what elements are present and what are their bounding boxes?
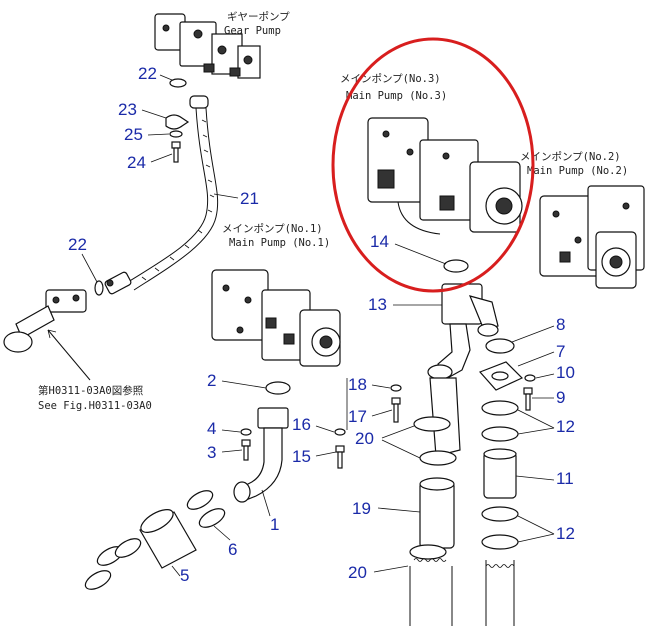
tee-13[interactable] (427, 283, 499, 381)
see-fig-label-en: See Fig.H0311-03A0 (38, 400, 152, 412)
bolt-24[interactable] (171, 141, 181, 163)
main-pump-2-label-jp: メインポンプ(No.2) (520, 151, 621, 163)
main-pump-1[interactable] (211, 269, 341, 367)
callout-20-bottom[interactable]: 20 (348, 563, 367, 582)
callout-12-bottom[interactable]: 12 (556, 524, 575, 543)
o-ring-8[interactable] (485, 338, 515, 354)
main-pump-3-label-jp: メインポンプ(No.3) (340, 73, 441, 85)
callout-21[interactable]: 21 (240, 189, 259, 208)
callout-12-top[interactable]: 12 (556, 417, 575, 436)
see-fig-leader (47, 329, 91, 381)
callout-15[interactable]: 15 (292, 447, 311, 466)
callout-23[interactable]: 23 (118, 100, 137, 119)
callout-6[interactable]: 6 (228, 540, 237, 559)
clamp-20-bottom[interactable] (409, 544, 447, 560)
see-fig-label-jp: 第H0311-03A0図参照 (38, 384, 144, 397)
washer-18[interactable] (390, 384, 402, 392)
callout-8[interactable]: 8 (556, 315, 565, 334)
callout-24[interactable]: 24 (127, 153, 146, 172)
clamp-12-top[interactable] (481, 400, 519, 442)
main-pump-2[interactable] (539, 185, 645, 289)
hose-21[interactable] (104, 95, 219, 295)
clamp-23[interactable] (165, 114, 190, 130)
hose-11[interactable] (483, 448, 517, 499)
clamp-12-bottom[interactable] (481, 506, 519, 550)
callout-9[interactable]: 9 (556, 388, 565, 407)
callout-16[interactable]: 16 (292, 415, 311, 434)
suction-elbow-ref[interactable] (3, 289, 87, 353)
callout-11[interactable]: 11 (556, 469, 574, 488)
callout-19[interactable]: 19 (352, 499, 371, 518)
main-pump-3[interactable] (367, 117, 523, 235)
callout-13[interactable]: 13 (368, 295, 387, 314)
washer-25[interactable] (169, 130, 183, 138)
bolt-17[interactable] (391, 397, 401, 423)
callout-18[interactable]: 18 (348, 375, 367, 394)
gear-pump-label-en: Gear Pump (224, 25, 281, 37)
clamp-6[interactable] (184, 487, 227, 531)
bolt-3[interactable] (241, 439, 251, 461)
gear-pump-label-jp: ギヤーポンプ (227, 11, 290, 23)
washer-16[interactable] (334, 428, 346, 436)
highlight-ellipse (331, 37, 535, 293)
main-pump-1-label-en: Main Pump (No.1) (229, 237, 330, 249)
hose-bottom-right (485, 560, 515, 626)
hose-5[interactable] (137, 505, 197, 569)
o-ring-14[interactable] (443, 259, 469, 273)
gear-pump[interactable] (154, 13, 261, 79)
callout-25[interactable]: 25 (124, 125, 143, 144)
callout-10[interactable]: 10 (556, 363, 575, 382)
callout-20-top[interactable]: 20 (355, 429, 374, 448)
bolt-15[interactable] (335, 445, 345, 469)
callout-1[interactable]: 1 (270, 515, 279, 534)
hose-bottom-left (409, 566, 453, 626)
callout-17[interactable]: 17 (348, 407, 367, 426)
main-pump-2-label-en: Main Pump (No.2) (527, 165, 628, 177)
callout-3[interactable]: 3 (207, 443, 216, 462)
clamp-5-group[interactable] (82, 535, 143, 593)
o-ring-2[interactable] (265, 381, 291, 395)
washer-4[interactable] (240, 428, 252, 436)
main-pump-1-label-jp: メインポンプ(No.1) (222, 223, 323, 235)
callout-4[interactable]: 4 (207, 419, 216, 438)
flange-7[interactable] (478, 361, 524, 391)
o-ring-22-lower[interactable] (94, 280, 104, 296)
main-pump-3-label-en: Main Pump (No.3) (346, 90, 447, 102)
callout-22-top[interactable]: 22 (138, 64, 157, 83)
elbow-1[interactable] (233, 407, 289, 503)
callout-2[interactable]: 2 (207, 371, 216, 390)
o-ring-22-top[interactable] (169, 78, 187, 88)
callout-14[interactable]: 14 (370, 232, 389, 251)
hose-19[interactable] (419, 477, 455, 549)
callout-22-lower[interactable]: 22 (68, 235, 87, 254)
washer-10[interactable] (524, 374, 536, 382)
callout-5[interactable]: 5 (180, 566, 189, 585)
callout-7[interactable]: 7 (556, 342, 565, 361)
bolt-9[interactable] (523, 387, 533, 411)
